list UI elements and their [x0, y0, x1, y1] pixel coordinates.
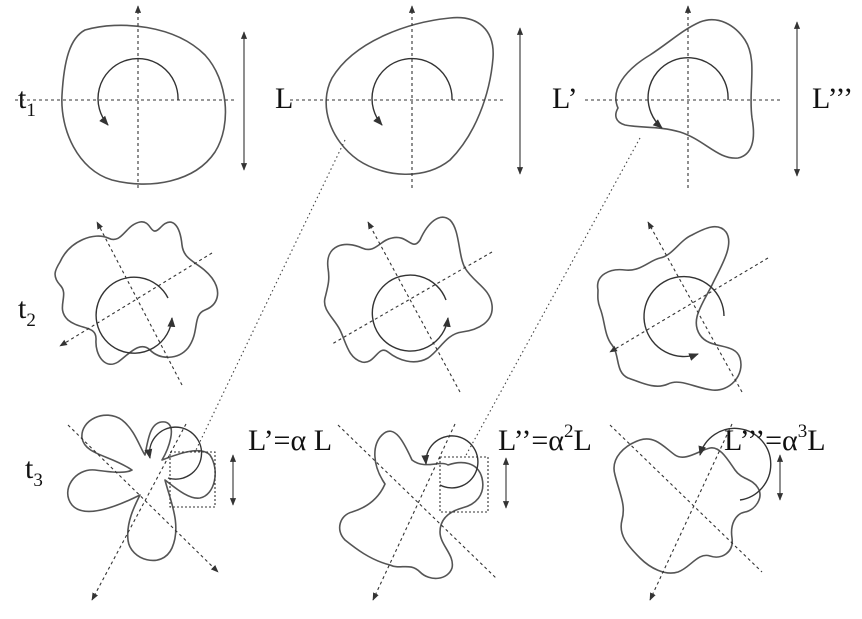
- row-t1-shape-1: [15, 5, 235, 188]
- row-t1-shape-3: [585, 5, 782, 188]
- row-t3-shape-2: [337, 423, 497, 601]
- row-t2-shape-2: [323, 216, 493, 393]
- scale-link-line-1: [194, 139, 346, 453]
- row-t3-label: t3: [25, 452, 43, 491]
- length-label-3: L’’’: [812, 82, 853, 115]
- detail-box-2: [439, 456, 489, 513]
- row-t1-label: t1: [18, 82, 36, 121]
- svg-text:t2: t2: [18, 292, 36, 331]
- detail-box-1: [169, 451, 216, 508]
- scaling-formula-1: L’=α L: [248, 424, 332, 457]
- row-t2-shape-3: [596, 221, 769, 393]
- row-t3-shape-1: [66, 414, 219, 601]
- length-label-1: L: [275, 82, 293, 115]
- svg-text:t1: t1: [18, 82, 36, 121]
- row-t2-label: t2: [18, 292, 36, 331]
- length-label-2: L’: [552, 82, 578, 115]
- scaling-formula-3: L’’’=α3L: [724, 421, 826, 457]
- row-t2-shape-1: [54, 221, 219, 386]
- scaling-formula-2: L’’=α2L: [498, 421, 592, 457]
- svg-text:t3: t3: [25, 452, 43, 491]
- scale-link-line-2: [464, 137, 641, 458]
- row-t3-shape-3: [609, 423, 772, 601]
- row-t1-shape-2: [290, 5, 505, 188]
